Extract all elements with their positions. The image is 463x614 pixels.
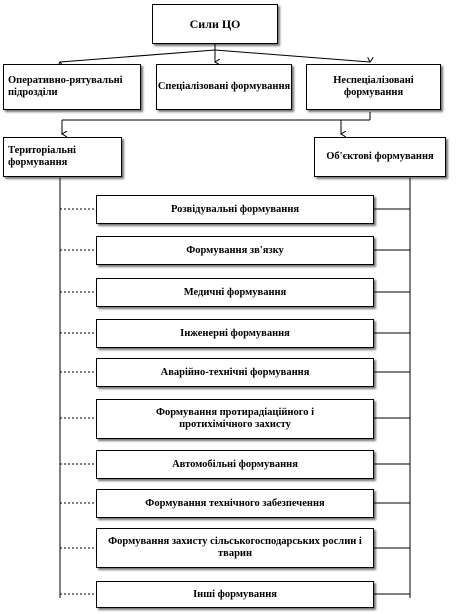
node-territorial: Територіальні формування — [3, 137, 122, 177]
unit-medical-label: Медичні формування — [183, 286, 287, 298]
unit-radiation-chemical-protection-label: Формування протирадіаційного і протихімі… — [155, 407, 315, 430]
node-object: Об'єктові формування — [314, 137, 446, 177]
unit-communication-label: Формування зв'язку — [186, 244, 284, 256]
node-nonspecialized-label: Неспеціалізовані формування — [333, 75, 414, 98]
node-operative-rescue-label: Оперативно-рятувальні підрозділи — [8, 75, 123, 98]
node-specialized-label: Спеціалізовані формування — [157, 81, 291, 92]
unit-automobile: Автомобільні формування — [96, 450, 374, 479]
unit-technical-support: Формування технічного забезпечення — [96, 489, 374, 518]
unit-agricultural-protection: Формування захисту сільськогосподарських… — [96, 528, 374, 568]
node-object-label: Об'єктові формування — [326, 151, 434, 162]
unit-engineering: Інженерні формування — [96, 319, 374, 348]
unit-automobile-label: Автомобільні формування — [172, 458, 298, 470]
node-operative-rescue: Оперативно-рятувальні підрозділи — [3, 64, 141, 110]
node-specialized: Спеціалізовані формування — [156, 64, 292, 110]
unit-other: Інші формування — [96, 581, 374, 608]
root-node-label: Сили ЦО — [189, 17, 241, 31]
unit-medical: Медичні формування — [96, 278, 374, 307]
root-node: Сили ЦО — [152, 4, 278, 44]
unit-communication: Формування зв'язку — [96, 236, 374, 265]
unit-radiation-chemical-protection: Формування протирадіаційного і протихімі… — [96, 399, 374, 439]
unit-agricultural-protection-label: Формування захисту сільськогосподарських… — [108, 536, 362, 559]
unit-other-label: Інші формування — [193, 588, 277, 600]
unit-emergency-technical: Аварійно-технічні формування — [96, 358, 374, 387]
unit-technical-support-label: Формування технічного забезпечення — [145, 497, 325, 509]
unit-reconnaissance: Розвідувальні формування — [96, 195, 374, 224]
unit-emergency-technical-label: Аварійно-технічні формування — [160, 366, 310, 378]
unit-reconnaissance-label: Розвідувальні формування — [170, 203, 300, 215]
unit-engineering-label: Інженерні формування — [180, 327, 290, 339]
node-nonspecialized: Неспеціалізовані формування — [306, 64, 441, 110]
node-territorial-label: Територіальні формування — [8, 145, 76, 168]
